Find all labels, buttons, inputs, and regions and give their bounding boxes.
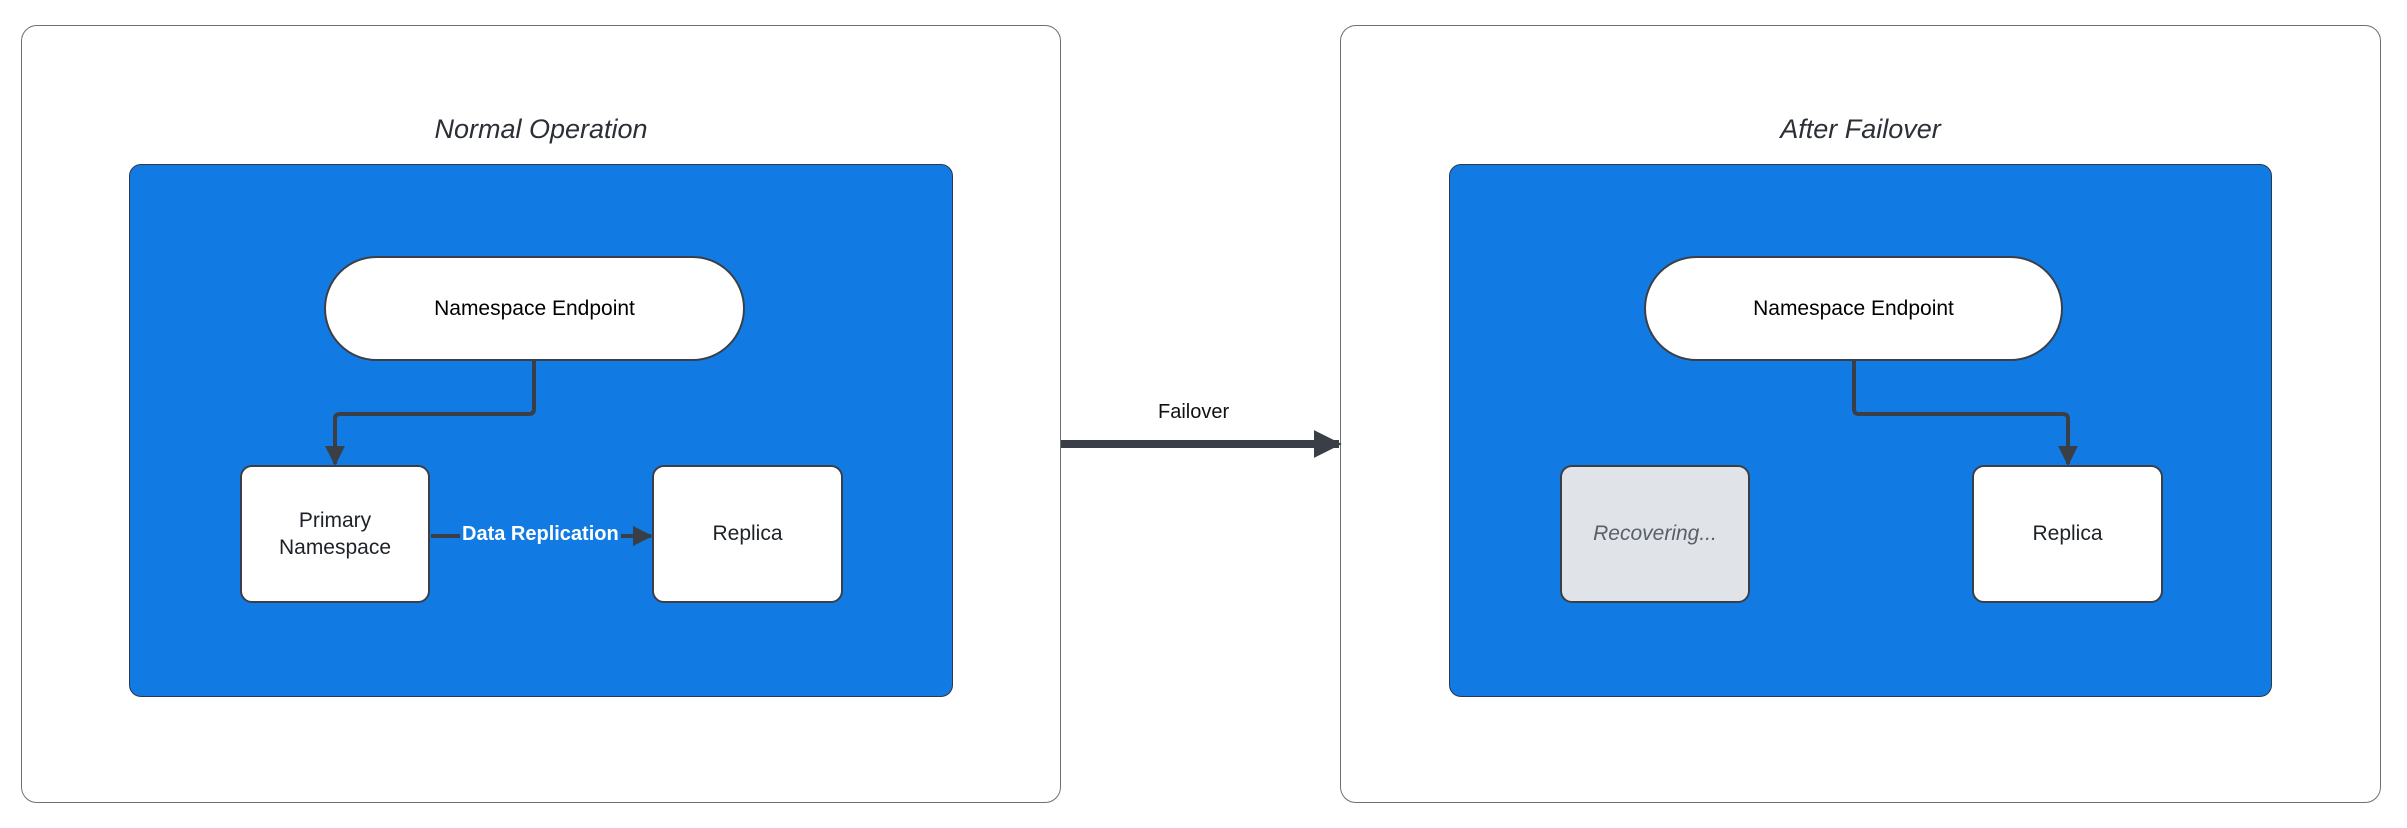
failover-label: Failover [1158, 401, 1230, 423]
failover-zone [1449, 164, 2272, 697]
namespace-endpoint-node[interactable]: Namespace Endpoint [324, 256, 745, 361]
panel-title: After Failover [1780, 114, 1941, 144]
endpoint-to-replica-arrow [1852, 361, 2078, 466]
panel-title: Normal Operation [434, 114, 648, 144]
recovering-node[interactable]: Recovering... [1560, 465, 1750, 603]
endpoint-to-primary-arrow [325, 361, 536, 466]
data-replication-label: Data Replication [460, 523, 621, 546]
replica-node[interactable]: Replica [1972, 465, 2163, 603]
normal-zone [129, 164, 953, 697]
namespace-endpoint-node[interactable]: Namespace Endpoint [1644, 256, 2063, 361]
primary-namespace-node[interactable]: Primary Namespace [240, 465, 430, 603]
replica-node[interactable]: Replica [652, 465, 843, 603]
